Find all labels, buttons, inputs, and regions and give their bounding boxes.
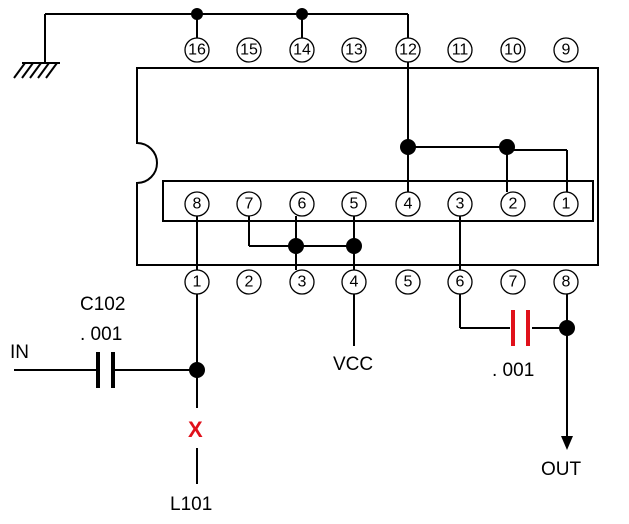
top-pin: 10	[500, 37, 526, 63]
pin-number: 3	[456, 196, 465, 213]
pin-number: 11	[452, 42, 469, 59]
junction-dot	[400, 139, 416, 155]
top-pin-row: 16 15 14 13 12 11 10 9	[184, 37, 579, 63]
bottom-pin: 6	[447, 269, 473, 295]
coil-label: L101	[170, 494, 212, 515]
inner-pin: 3	[447, 191, 473, 217]
pin-circle	[500, 269, 526, 295]
bottom-pin: 2	[236, 269, 262, 295]
pin-number: 4	[350, 274, 359, 291]
pin-circle	[553, 37, 579, 63]
pin-number: 14	[293, 42, 311, 59]
bottom-pin: 8	[553, 269, 579, 295]
pin-circle	[500, 191, 526, 217]
junction-dot	[499, 139, 515, 155]
pin-number: 9	[562, 42, 571, 59]
cut-mark-label: X	[188, 417, 203, 442]
top-pin: 16	[184, 37, 210, 63]
pin-number: 5	[404, 274, 413, 291]
pin-number: 3	[298, 274, 307, 291]
inner-pin: 6	[289, 191, 315, 217]
pin-number: 1	[193, 274, 202, 291]
pin-circle	[289, 269, 315, 295]
bottom-pin: 5	[395, 269, 421, 295]
top-pin: 14	[289, 37, 315, 63]
top-pin: 13	[341, 37, 367, 63]
pin-circle	[184, 37, 210, 63]
pin-circle	[447, 37, 473, 63]
pin-number: 5	[350, 196, 359, 213]
top-pin: 12	[395, 37, 421, 63]
inner-pin: 5	[341, 191, 367, 217]
output-capacitor-icon	[511, 310, 530, 346]
pin-number: 7	[245, 196, 254, 213]
pin-number: 2	[245, 274, 254, 291]
junction-dot	[191, 8, 203, 20]
pin-number: 15	[240, 42, 258, 59]
pin-number: 4	[404, 196, 413, 213]
pin-circle	[289, 191, 315, 217]
bottom-pin-row: 1 2 3 4 5 6 7 8	[184, 269, 579, 295]
pin-number: 2	[509, 196, 518, 213]
pin-circle	[395, 269, 421, 295]
pin-circle	[500, 37, 526, 63]
ground-symbol-icon	[13, 62, 58, 79]
pin-number: 1	[562, 196, 571, 213]
output-label: OUT	[541, 459, 582, 480]
junction-dot	[296, 8, 308, 20]
capacitor-in-reference: C102	[80, 294, 125, 315]
junction-dot	[346, 238, 362, 254]
bottom-pin: 7	[500, 269, 526, 295]
ic-inner-package	[162, 180, 594, 222]
pin-number: 10	[504, 42, 522, 59]
capacitor-out-value: . 001	[492, 360, 534, 381]
junction-dot	[559, 320, 575, 336]
ic-body-outline	[136, 67, 599, 266]
wire-pin12-to-inner-pins	[407, 62, 568, 192]
top-pin: 9	[553, 37, 579, 63]
bottom-pin: 4	[341, 269, 367, 295]
output-arrow-icon	[561, 436, 573, 450]
capacitor-in-value: . 001	[80, 324, 122, 345]
inner-pin: 1	[553, 191, 579, 217]
pin-number: 13	[345, 42, 363, 59]
top-pin: 11	[447, 37, 473, 63]
inner-pin-row: 8 7 6 5 4 3 2 1	[184, 191, 579, 217]
inner-pin: 7	[236, 191, 262, 217]
top-pin: 15	[236, 37, 262, 63]
pin-circle	[236, 269, 262, 295]
junction-dot	[288, 238, 304, 254]
vcc-label: VCC	[333, 354, 373, 375]
pin-number: 12	[399, 42, 417, 59]
pin-number: 6	[298, 196, 307, 213]
input-label: IN	[10, 342, 29, 363]
pin-number: 8	[562, 274, 571, 291]
pin-number: 6	[456, 274, 465, 291]
inner-pin: 2	[500, 191, 526, 217]
inner-pin: 8	[184, 191, 210, 217]
inner-pin: 4	[395, 191, 421, 217]
junction-dot	[189, 362, 205, 378]
pin-number: 8	[193, 196, 202, 213]
pin-circle	[289, 37, 315, 63]
pin-number: 7	[509, 274, 518, 291]
pin-circle	[236, 37, 262, 63]
pin-circle	[341, 37, 367, 63]
pin-number: 16	[188, 42, 206, 59]
bottom-pin: 1	[184, 269, 210, 295]
input-capacitor-icon	[96, 352, 115, 388]
output-wire	[459, 294, 568, 440]
bottom-pin: 3	[289, 269, 315, 295]
